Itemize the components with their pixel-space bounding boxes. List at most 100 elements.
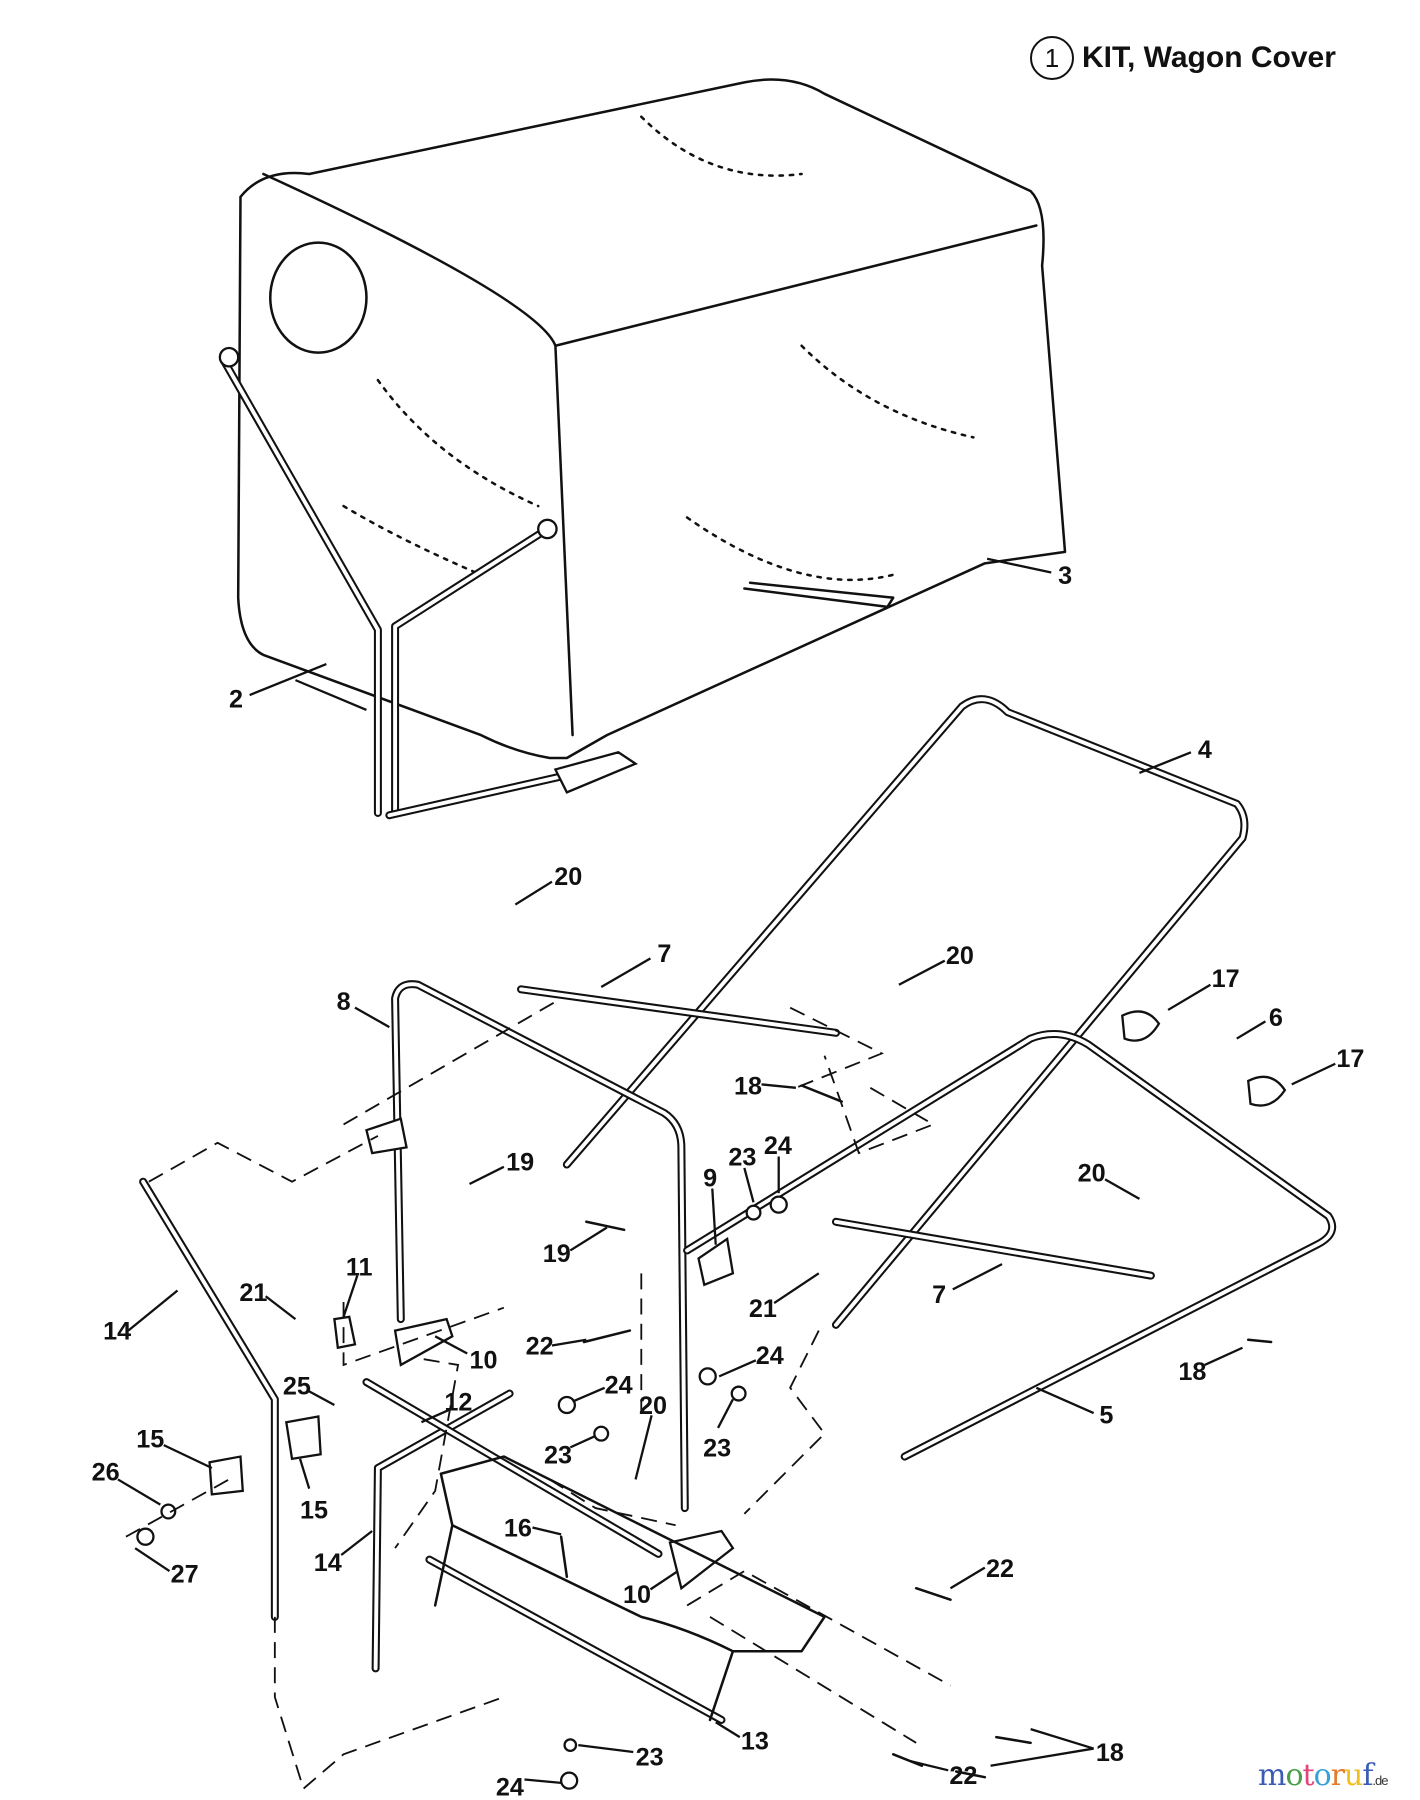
callout-17: 17	[1336, 1045, 1364, 1073]
watermark-letter: m	[1258, 1758, 1286, 1793]
wagon-cover	[236, 78, 1067, 760]
watermark-suffix: .de	[1372, 1773, 1388, 1788]
leader-line	[1167, 983, 1212, 1011]
kit-title: 1 KIT, Wagon Cover	[1030, 36, 1336, 80]
leader-line	[469, 1165, 505, 1186]
nut-icon	[730, 1385, 747, 1402]
callout-14: 14	[314, 1549, 342, 1577]
leader-line	[1104, 1178, 1141, 1200]
leader-line	[572, 1386, 606, 1403]
leader-line	[649, 1570, 679, 1591]
leader-line	[952, 1263, 1003, 1291]
leader-line	[249, 663, 327, 697]
leader-line	[743, 1167, 755, 1203]
callout-20: 20	[1078, 1160, 1106, 1188]
leader-line	[578, 1743, 634, 1754]
watermark-letter: o	[1285, 1758, 1303, 1793]
leader-line	[986, 557, 1052, 574]
leader-line	[340, 1530, 373, 1556]
leader-line	[634, 1415, 653, 1480]
leader-line	[1035, 1386, 1095, 1415]
leader-line	[127, 1289, 179, 1332]
callout-5: 5	[1099, 1401, 1113, 1429]
callout-20: 20	[554, 863, 582, 891]
callout-6: 6	[1269, 1004, 1283, 1032]
leader-line	[117, 1478, 161, 1506]
leader-line	[163, 1444, 213, 1470]
callout-8: 8	[337, 988, 351, 1016]
leader-line	[761, 1083, 797, 1089]
callout-23: 23	[728, 1144, 756, 1172]
leader-line	[434, 1335, 468, 1355]
nut-icon	[698, 1367, 717, 1386]
leader-line	[134, 1547, 171, 1573]
callout-21: 21	[749, 1295, 777, 1323]
callout-14: 14	[103, 1318, 131, 1346]
leader-line	[298, 1458, 311, 1489]
leader-line	[600, 957, 652, 989]
callout-24: 24	[764, 1132, 792, 1160]
item-number-circle: 1	[1030, 36, 1074, 80]
callout-4: 4	[1198, 736, 1212, 764]
leader-line	[910, 1760, 949, 1772]
callout-27: 27	[171, 1561, 199, 1589]
leader-line	[1291, 1062, 1336, 1086]
watermark-letter: r	[1330, 1758, 1345, 1793]
callout-10: 10	[470, 1346, 498, 1374]
nut-icon	[136, 1527, 155, 1546]
leader-line	[306, 1389, 335, 1407]
callout-20: 20	[946, 942, 974, 970]
leader-line	[569, 1434, 596, 1449]
callout-18: 18	[1178, 1358, 1206, 1386]
leader-line	[1030, 1728, 1094, 1750]
callout-2: 2	[229, 686, 243, 714]
leader-line	[264, 1295, 297, 1321]
watermark-text: motoruf	[1258, 1758, 1373, 1793]
hardware	[136, 346, 1287, 1790]
nut-icon	[563, 1738, 578, 1752]
callout-3: 3	[1058, 562, 1072, 590]
leader-line	[717, 1398, 734, 1429]
callout-9: 9	[703, 1164, 717, 1192]
leader-line	[718, 1359, 757, 1378]
callout-10: 10	[623, 1581, 651, 1609]
leader-line	[551, 1338, 587, 1347]
leader-line	[711, 1188, 717, 1245]
nut-icon	[769, 1195, 788, 1214]
alignment-lines	[125, 997, 951, 1791]
callout-13: 13	[741, 1728, 769, 1756]
callout-24: 24	[605, 1372, 633, 1400]
leader-line	[524, 1778, 562, 1785]
nut-icon	[160, 1503, 177, 1520]
callout-22: 22	[986, 1555, 1014, 1583]
callout-16: 16	[504, 1515, 532, 1543]
callout-7: 7	[932, 1281, 946, 1309]
leader-line	[990, 1747, 1094, 1767]
callout-12: 12	[444, 1389, 472, 1417]
callout-24: 24	[756, 1342, 784, 1370]
leader-line	[295, 679, 367, 711]
callout-7: 7	[657, 940, 671, 968]
callout-23: 23	[703, 1435, 731, 1463]
callout-26: 26	[92, 1459, 120, 1487]
leader-line	[949, 1566, 986, 1590]
nut-icon	[218, 346, 240, 368]
callout-25: 25	[283, 1373, 311, 1401]
callout-22: 22	[949, 1762, 977, 1790]
leader-line	[420, 1407, 453, 1424]
watermark-letter: o	[1313, 1758, 1332, 1793]
callout-24: 24	[496, 1774, 524, 1800]
callout-15: 15	[136, 1425, 164, 1453]
callout-17: 17	[1212, 965, 1240, 993]
nut-icon	[559, 1771, 579, 1790]
callout-21: 21	[239, 1279, 267, 1307]
leader-line	[514, 880, 553, 906]
kit-title-text: KIT, Wagon Cover	[1082, 41, 1336, 74]
leader-line	[773, 1272, 820, 1305]
leader-line	[532, 1526, 562, 1536]
callout-22: 22	[526, 1333, 554, 1361]
nut-icon	[557, 1395, 577, 1415]
callout-18: 18	[734, 1073, 762, 1101]
